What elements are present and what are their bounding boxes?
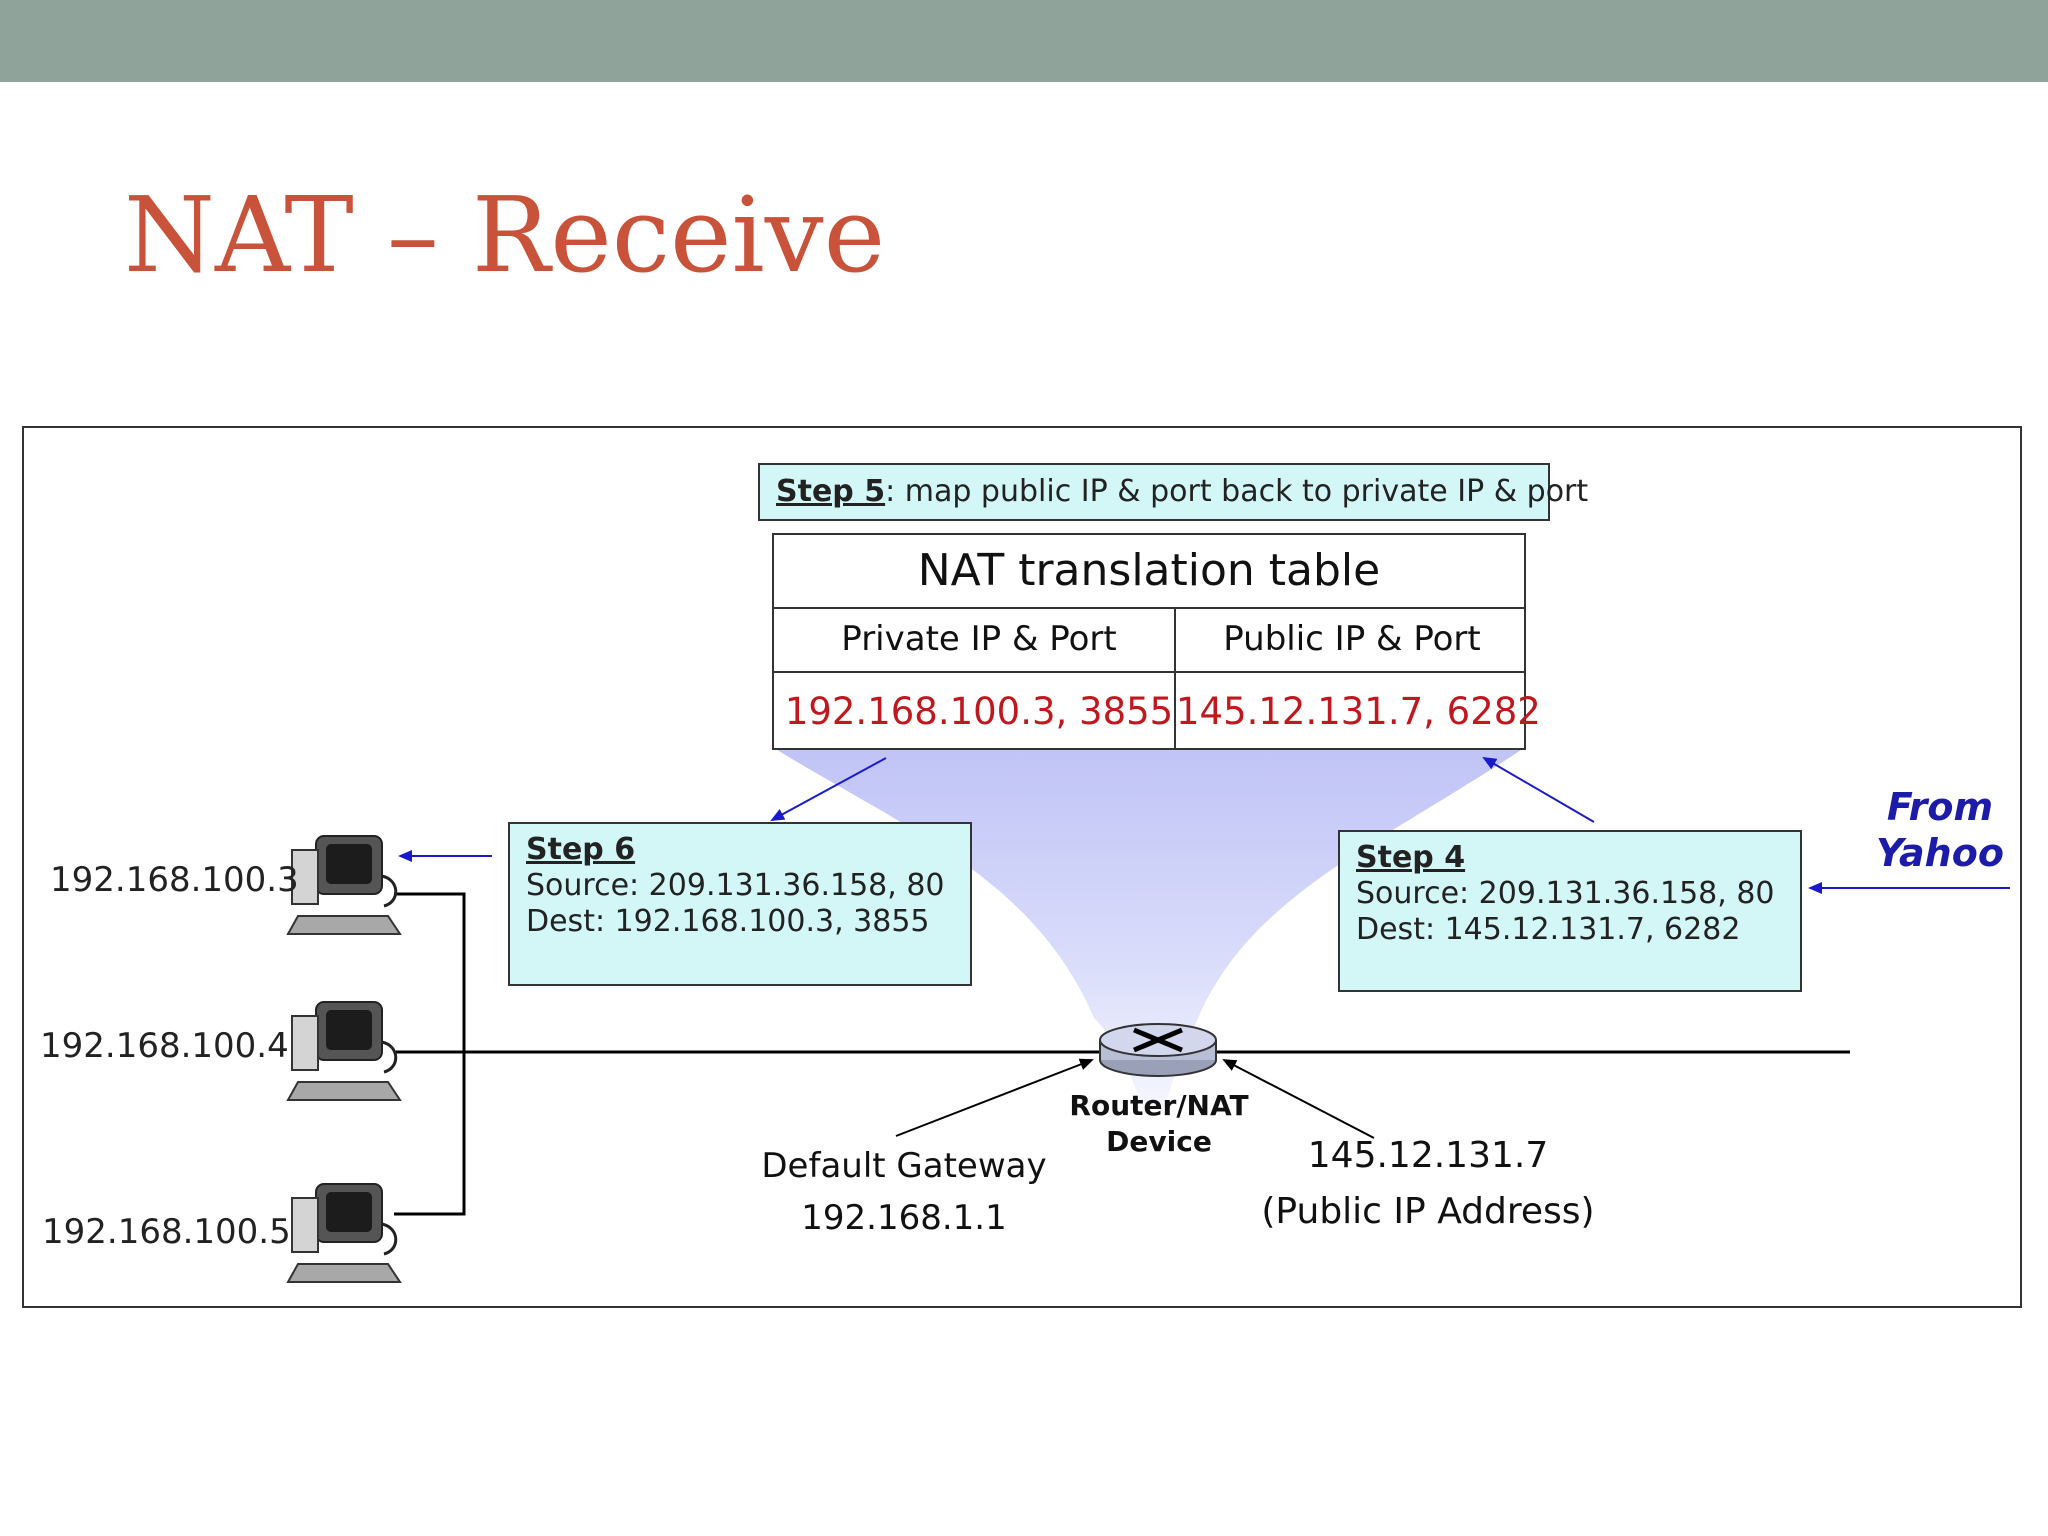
from-yahoo-label: From Yahoo <box>1850 784 2020 876</box>
step4-source: Source: 209.131.36.158, 80 <box>1356 876 1775 911</box>
step4-box: Step 4 Source: 209.131.36.158, 80 Dest: … <box>1338 830 1802 992</box>
table-divider-horizontal <box>774 671 1524 673</box>
lan-bus <box>394 892 466 1216</box>
router-label-line2: Device <box>1106 1125 1212 1158</box>
gateway-label-line2: 192.168.1.1 <box>801 1198 1007 1238</box>
public-ip-line1: 145.12.131.7 <box>1307 1135 1549 1176</box>
router-label-line1: Router/NAT <box>1069 1089 1249 1122</box>
nat-translation-table: NAT translation table Private IP & Port … <box>772 533 1541 750</box>
table-divider-vertical <box>1174 607 1176 750</box>
arrow-step4-to-table <box>1482 756 1595 823</box>
step5-label: Step 5 <box>776 474 886 509</box>
host-ip-2: 192.168.100.4 <box>40 1026 289 1066</box>
from-yahoo-line1: From <box>1886 785 1994 829</box>
router-icon <box>1099 1023 1217 1077</box>
table-header-public: Public IP & Port <box>1223 619 1481 659</box>
arrow-public-ip-to-router <box>1222 1059 1375 1139</box>
slide-top-bar <box>0 0 2048 82</box>
default-gateway-label: Default Gateway 192.168.1.1 <box>724 1140 1084 1244</box>
table-cell-public: 145.12.131.7, 6282 <box>1176 690 1541 733</box>
step6-label: Step 6 <box>526 832 636 867</box>
step5-text: : map public IP & port back to private I… <box>885 474 1589 509</box>
step4-label: Step 4 <box>1356 840 1466 875</box>
gateway-label-line1: Default Gateway <box>761 1146 1047 1186</box>
host-ip-3: 192.168.100.5 <box>42 1212 291 1252</box>
from-yahoo-line2: Yahoo <box>1876 831 2004 875</box>
table-cell-private: 192.168.100.3, 3855 <box>784 690 1174 733</box>
public-ip-label: 145.12.131.7 (Public IP Address) <box>1228 1128 1628 1240</box>
nat-table-title: NAT translation table <box>774 535 1524 609</box>
step4-dest: Dest: 145.12.131.7, 6282 <box>1356 912 1741 947</box>
host-ip-1: 192.168.100.3 <box>50 860 299 900</box>
step6-dest: Dest: 192.168.100.3, 3855 <box>526 904 930 939</box>
router-label: Router/NAT Device <box>1054 1088 1264 1160</box>
computer-icon-2 <box>286 1001 402 1101</box>
computer-icon-1 <box>286 835 402 935</box>
table-header-private: Private IP & Port <box>841 619 1117 659</box>
step5-box: Step 5: map public IP & port back to pri… <box>758 463 1588 521</box>
step6-box: Step 6 Source: 209.131.36.158, 80 Dest: … <box>508 822 972 986</box>
arrow-gateway-to-router <box>895 1058 1094 1137</box>
slide-title: NAT – Receive <box>124 174 886 296</box>
computer-icon-3 <box>286 1183 402 1283</box>
public-ip-line2: (Public IP Address) <box>1261 1191 1595 1232</box>
step6-source: Source: 209.131.36.158, 80 <box>526 868 945 903</box>
nat-diagram: Step 5: map public IP & port back to pri… <box>22 426 2022 1308</box>
arrow-table-to-step6 <box>770 757 887 821</box>
